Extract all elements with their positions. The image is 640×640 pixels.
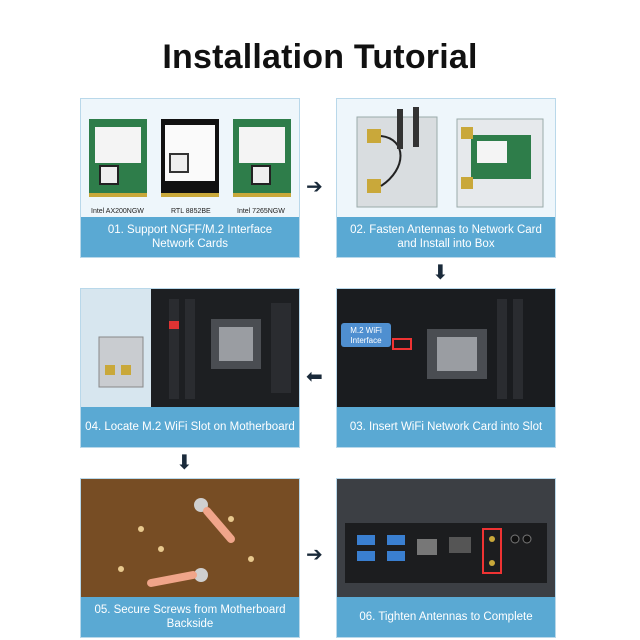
- step-4-caption: 04. Locate M.2 WiFi Slot on Motherboard: [81, 407, 299, 447]
- wifi-card-3-label: Intel 7265NGW: [237, 208, 285, 215]
- step-4-panel: 04. Locate M.2 WiFi Slot on Motherboard: [80, 288, 300, 448]
- step-1-photo: Intel AX200NGW RTL 8852BE Intel 7265NGW: [81, 99, 299, 217]
- wifi-card-bracket: [98, 336, 144, 388]
- slot-callout: M.2 WiFi Interface: [341, 323, 412, 350]
- step-1-panel: Intel AX200NGW RTL 8852BE Intel 7265NGW: [80, 98, 300, 258]
- arrow-down-icon: ⬇: [432, 260, 449, 284]
- step-2-photo: [337, 99, 555, 217]
- wifi-card-3: Intel 7265NGW: [233, 119, 291, 215]
- pointer-arrow: [147, 571, 197, 587]
- step-6-caption: 06. Tighten Antennas to Complete: [337, 597, 555, 637]
- motherboard-image: [337, 289, 555, 407]
- step-3-panel: M.2 WiFi Interface 03. Insert WiFi Netwo…: [336, 288, 556, 448]
- antenna-bracket-right: [456, 118, 544, 208]
- step-6-photo: [337, 479, 555, 597]
- wifi-card-2-label: RTL 8852BE: [171, 208, 211, 215]
- step-6-panel: 06. Tighten Antennas to Complete: [336, 478, 556, 638]
- antenna-connector-icon: [489, 536, 495, 542]
- step-5-photo: [81, 479, 299, 597]
- step-3-photo: M.2 WiFi Interface: [337, 289, 555, 407]
- arrow-down-icon: ⬇: [176, 450, 193, 474]
- pointer-arrow: [203, 507, 235, 543]
- svg-text:Interface: Interface: [350, 336, 382, 345]
- io-shield-image: [345, 523, 547, 583]
- wifi-card-2: RTL 8852BE: [161, 119, 219, 215]
- antenna-bracket-left: [356, 107, 438, 208]
- antenna-connector-icon: [489, 560, 495, 566]
- wifi-card-1-label: Intel AX200NGW: [91, 208, 144, 215]
- step-4-photo: [81, 289, 299, 407]
- screw-icon: [194, 568, 208, 582]
- motherboard-image: [151, 289, 299, 407]
- arrow-right-icon: ➔: [306, 542, 323, 566]
- wifi-card-1: Intel AX200NGW: [89, 119, 147, 215]
- arrow-left-icon: ⬅: [306, 364, 323, 388]
- step-3-caption: 03. Insert WiFi Network Card into Slot: [337, 407, 555, 447]
- arrow-right-icon: ➔: [306, 174, 323, 198]
- svg-text:M.2 WiFi: M.2 WiFi: [350, 326, 382, 335]
- page-title: Installation Tutorial: [162, 38, 478, 76]
